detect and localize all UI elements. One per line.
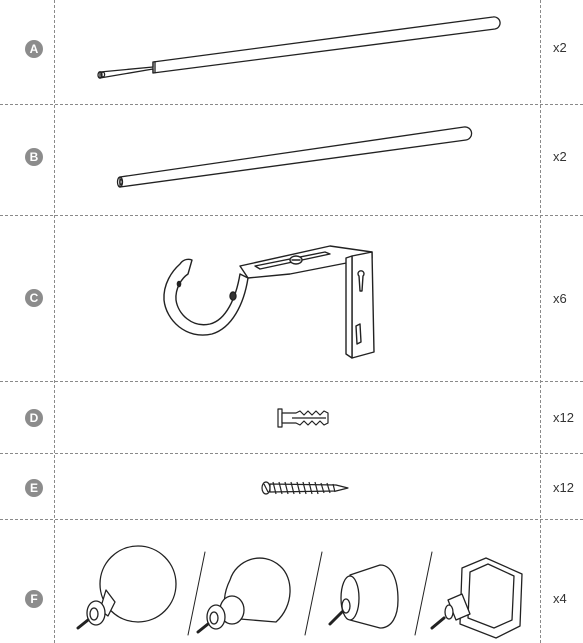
part-quantity: x2 [553,40,567,55]
part-row-f: F [0,520,583,643]
part-row-e: E x12 [0,454,583,520]
telescoping-rod-illustration [97,16,501,79]
part-quantity: x12 [553,480,574,495]
part-row-d: D x12 [0,382,583,454]
part-quantity: x6 [553,291,567,306]
column-divider-right [540,0,541,643]
part-quantity: x12 [553,410,574,425]
part-row-a: A x2 [0,0,583,105]
rod-illustration [116,126,473,188]
screw-illustration [261,481,349,495]
part-letter-badge: D [25,409,43,427]
finials-illustration [76,545,523,639]
part-quantity: x2 [553,149,567,164]
part-letter-badge: B [25,148,43,166]
part-letter-badge: E [25,479,43,497]
bracket-illustration [163,245,375,359]
part-letter-badge: F [25,590,43,608]
part-row-b: B x2 [0,105,583,216]
part-quantity: x4 [553,591,567,606]
part-row-c: C x6 [0,216,583,382]
wall-anchor-illustration [277,408,329,428]
column-divider-left [54,0,55,643]
part-letter-badge: A [25,40,43,58]
part-letter-badge: C [25,289,43,307]
